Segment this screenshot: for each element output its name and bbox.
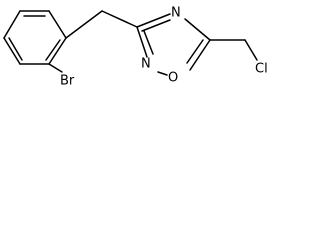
bond-c-br — [48, 63, 63, 73]
atom-nitrogen-left: N — [141, 57, 151, 72]
bond-ring-ch2 — [65, 10, 103, 39]
bond-ch2-cl — [244, 39, 258, 61]
bond-benzene-5 — [3, 37, 21, 65]
atom-bromine: Br — [60, 74, 75, 89]
bond-benzene-2 — [48, 10, 67, 39]
atom-nitrogen-top: N — [171, 6, 181, 21]
chemical-structure: Br N N O Cl — [3, 6, 268, 89]
bond-ch2-oxadiazole — [101, 10, 138, 28]
double-bond-n2-c3-inner — [143, 30, 154, 55]
bond-c5-o1 — [189, 39, 211, 71]
oxadiazole-ring — [136, 13, 211, 76]
atom-oxygen: O — [168, 71, 178, 86]
bond-n4-c5 — [184, 18, 211, 41]
benzene-ring — [3, 10, 67, 65]
bond-o1-n2 — [157, 71, 168, 76]
double-bond-c3-n4-inner — [141, 19, 171, 32]
bond-n2-c3 — [136, 26, 148, 58]
double-bond-benzene-left — [8, 37, 23, 61]
bond-benzene-3 — [48, 37, 67, 65]
bond-c3-n4 — [136, 13, 171, 28]
bond-benzene-6 — [3, 10, 21, 39]
double-bond-c5-o1-inner — [186, 39, 204, 64]
atom-chlorine: Cl — [255, 62, 268, 77]
double-bond-benzene-right — [45, 39, 61, 61]
